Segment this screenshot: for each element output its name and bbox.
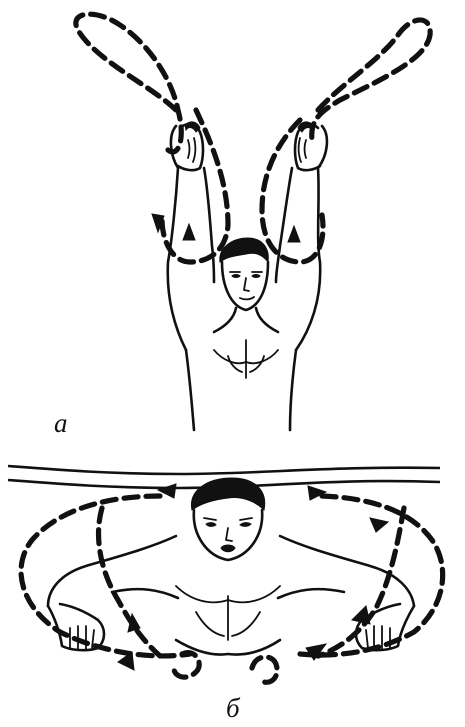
left-hand-trajectory — [76, 14, 228, 262]
panel-b-label: б — [226, 695, 240, 722]
right-hand-trajectory — [262, 20, 430, 262]
left-hand-b — [48, 604, 104, 650]
arrow-icon — [183, 224, 195, 240]
swimmer-head-b — [191, 478, 264, 560]
swimmer-head-a — [220, 238, 268, 310]
panel-b — [8, 466, 443, 682]
panel-a-label: а — [54, 410, 68, 437]
underwater-trajectory — [21, 484, 443, 682]
panel-a — [76, 14, 430, 430]
arrow-icon — [288, 226, 300, 242]
torso-a — [186, 308, 296, 430]
arrow-icon — [370, 518, 388, 532]
right-arm — [276, 122, 327, 350]
